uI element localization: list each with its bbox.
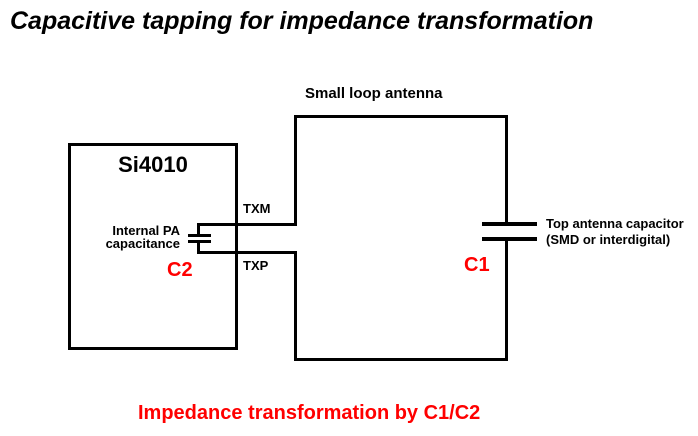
loop-wire-right-upper <box>505 115 508 222</box>
loop-wire-left-lower <box>294 251 297 361</box>
txm-wire <box>197 223 297 226</box>
loop-wire-right-lower <box>505 241 508 361</box>
c2-capacitor-plate-top <box>188 234 211 237</box>
c1-ref-label: C1 <box>464 254 490 276</box>
c1-capacitor-plate-bottom <box>482 237 537 241</box>
caption: Impedance transformation by C1/C2 <box>138 402 481 424</box>
top-antenna-capacitor-line1: Top antenna capacitor <box>546 216 684 231</box>
c2-ref-label: C2 <box>167 259 193 281</box>
loop-wire-left-upper <box>294 115 297 226</box>
top-antenna-capacitor-line2: (SMD or interdigital) <box>546 232 671 247</box>
top-antenna-capacitor-label: Top antenna capacitor (SMD or interdigit… <box>546 216 684 248</box>
page-title: Capacitive tapping for impedance transfo… <box>10 7 594 35</box>
internal-pa-capacitance-label: Internal PA capacitance <box>60 223 180 251</box>
txm-pin-label: TXM <box>243 201 271 216</box>
chip-label: Si4010 <box>118 152 188 177</box>
c2-wire-upper <box>197 223 200 235</box>
loop-wire-bottom <box>294 358 508 361</box>
internal-pa-capacitance-line1: Internal PA <box>112 223 180 238</box>
internal-pa-capacitance-line2: capacitance <box>105 235 180 251</box>
c2-capacitor-plate-bottom <box>188 240 211 243</box>
antenna-title: Small loop antenna <box>305 85 443 102</box>
loop-wire-top <box>294 115 508 118</box>
c2-wire-lower <box>197 242 200 254</box>
chip-box <box>68 143 238 350</box>
txp-wire <box>197 251 297 254</box>
c1-capacitor-plate-top <box>482 222 537 226</box>
txp-pin-label: TXP <box>243 258 269 273</box>
